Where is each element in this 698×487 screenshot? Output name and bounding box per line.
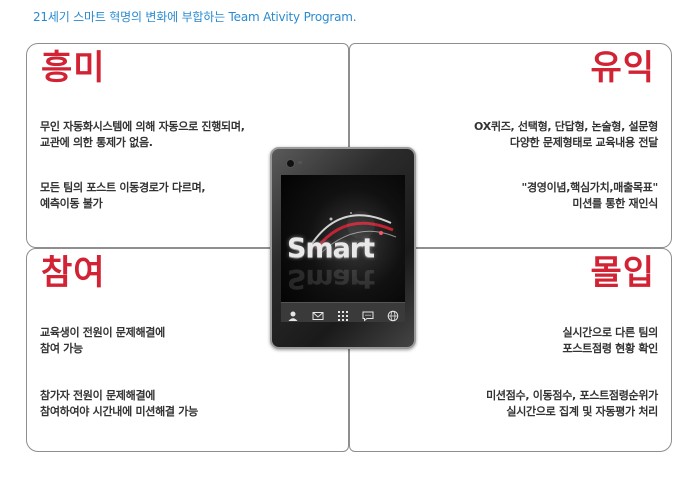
card-participation-text-1: 교육생이 전원이 문제해결에 참여 가능 [40,325,165,357]
smart-logo: Smart [287,233,375,264]
text-line: 미션를 통한 재인식 [572,197,658,210]
tablet-dock [281,302,405,322]
text-line: 교육생이 전원이 문제해결에 [40,326,165,339]
camera-icon [286,159,295,168]
text-line: 다양한 문제형태로 교육내용 전달 [509,136,658,149]
text-line: 무인 자동화시스템에 의해 자동으로 진행되며, [40,120,245,133]
text-line: OX퀴즈, 선택형, 단답형, 논술형, 설문형 [474,120,658,133]
card-participation-text-2: 참가자 전원이 문제해결에 참여하여야 시간내에 미션해결 가능 [40,388,198,420]
text-line: 미션점수, 이동점수, 포스트점령순위가 [486,389,658,402]
page-subtitle: 21세기 스마트 혁명의 변화에 부합하는 Team Ativity Progr… [33,10,357,24]
card-benefit-text-2: "경영이념,핵심가치,매출목표" 미션를 통한 재인식 [521,180,659,212]
card-fun: 흥미 무인 자동화시스템에 의해 자동으로 진행되며, 교관에 의한 통제가 없… [26,43,349,248]
card-participation-title: 참여 [41,253,106,293]
grid-icon [337,307,349,321]
card-fun-title: 흥미 [41,48,106,88]
text-line: 교관에 의한 통제가 없음. [40,136,153,149]
text-line: 포스트점령 현황 확인 [562,342,659,355]
text-line: 참가자 전원이 문제해결에 [40,389,156,402]
smart-logo-reflection: Smart [287,263,375,294]
swirl-graphic [310,211,397,254]
tablet-screen: Smart Smart [281,175,405,321]
globe-icon [387,307,399,321]
card-benefit-title: 유익 [590,48,655,88]
tablet-illustration: Smart Smart [270,147,416,349]
text-line: 예측이동 불가 [40,197,103,210]
text-line: 실시간으로 다른 팀의 [562,326,659,339]
text-line: 참여하여야 시간내에 미션해결 가능 [40,405,198,418]
speaker-icon [298,161,302,164]
chat-icon [362,307,374,322]
card-immersion-title: 몰입 [590,253,655,293]
card-immersion-text-2: 미션점수, 이동점수, 포스트점령순위가 실시간으로 집계 및 자동평가 처리 [486,388,658,420]
user-icon [287,307,299,321]
text-line: 모든 팀의 포스트 이동경로가 다르며, [40,181,206,194]
card-benefit-text-1: OX퀴즈, 선택형, 단답형, 논술형, 설문형 다양한 문제형태로 교육내용 … [474,119,658,151]
text-line: 참여 가능 [40,342,83,355]
card-fun-text-1: 무인 자동화시스템에 의해 자동으로 진행되며, 교관에 의한 통제가 없음. [40,119,245,151]
text-line: "경영이념,핵심가치,매출목표" [521,181,659,194]
card-fun-text-2: 모든 팀의 포스트 이동경로가 다르며, 예측이동 불가 [40,180,206,212]
card-immersion-text-1: 실시간으로 다른 팀의 포스트점령 현황 확인 [562,325,659,357]
mail-icon [312,307,324,320]
text-line: 실시간으로 집계 및 자동평가 처리 [506,405,658,418]
